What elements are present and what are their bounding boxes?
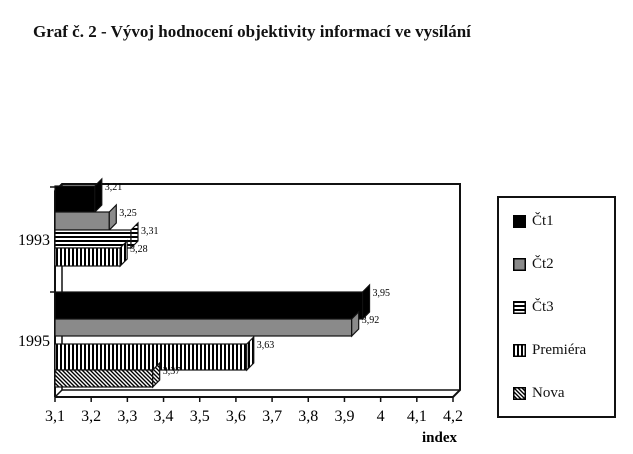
bars: 3,21 3,25 3,31 3,28 3,95 3,92 3,63 3,37 (54, 177, 391, 389)
x-tick-label: 3,7 (262, 408, 282, 425)
legend-label: Čt2 (532, 256, 554, 272)
bar-face (54, 343, 248, 371)
legend-swatch-icon (513, 344, 526, 357)
x-tick-label: 3,1 (45, 408, 65, 425)
data-label: 3,28 (130, 244, 148, 255)
floor-edge (54, 389, 63, 398)
bar-nova-1995: 3,37 (54, 361, 181, 389)
legend-label: Nova (532, 385, 565, 401)
bar-premiéra-1993: 3,28 (54, 239, 148, 268)
data-label: 3,37 (163, 366, 181, 377)
data-label: 3,31 (141, 226, 159, 237)
bar-face (54, 318, 353, 337)
legend-label: Premiéra (532, 342, 587, 358)
data-label: 3,25 (119, 208, 137, 219)
legend-label: Čt1 (532, 213, 554, 229)
bar-side (246, 335, 255, 372)
data-label: 3,21 (105, 182, 123, 193)
x-tick-label: 3,3 (117, 408, 137, 425)
legend-swatch-icon (513, 258, 526, 271)
data-label: 3,92 (362, 315, 380, 326)
bar-face (54, 247, 121, 267)
legend-label: Čt3 (532, 299, 554, 315)
bar-side (119, 239, 128, 268)
x-tick-label: 4,1 (407, 408, 427, 425)
bar-čt1-1995: 3,95 (54, 283, 391, 321)
legend-swatch-icon (513, 215, 526, 228)
bar-face (54, 185, 96, 213)
bar-čt2-1993: 3,25 (54, 203, 137, 232)
x-tick-label: 3,9 (334, 408, 354, 425)
legend-item-premiéra: Premiéra (513, 342, 586, 359)
bar-face (54, 229, 132, 249)
x-tick-label: 3,6 (226, 408, 246, 425)
bar-face (54, 211, 110, 231)
bar-face (54, 369, 154, 388)
bar-side (94, 177, 103, 214)
legend-item-čt3: Čt3 (513, 299, 554, 316)
x-tick-label: 3,2 (81, 408, 101, 425)
bar-side (152, 361, 161, 389)
bar-face (54, 291, 364, 320)
data-label: 3,63 (257, 340, 275, 351)
legend-item-čt2: Čt2 (513, 256, 554, 273)
y-category-label: 1995 (18, 333, 50, 350)
bar-side (108, 203, 117, 232)
y-category-label: 1993 (18, 232, 50, 249)
legend-item-čt1: Čt1 (513, 213, 554, 230)
x-tick-label: 3,5 (190, 408, 210, 425)
x-axis-label: index (422, 430, 458, 446)
x-tick-label: 4 (377, 408, 385, 425)
bar-side (351, 310, 360, 338)
legend-swatch-icon (513, 387, 526, 400)
x-axis: 3,1 3,2 3,3 3,4 3,5 3,6 3,7 3,8 3,9 4 4,1 4,2 1993 19… (18, 186, 463, 425)
bar-čt2-1995: 3,92 (54, 310, 380, 338)
x-tick-label: 3,4 (154, 408, 174, 425)
x-tick-label: 3,8 (298, 408, 318, 425)
bar-premiéra-1995: 3,63 (54, 335, 275, 372)
legend-item-nova: Nova (513, 385, 565, 402)
bar-side (361, 283, 371, 321)
legend-swatch-icon (513, 301, 526, 314)
bar-čt1-1993: 3,21 (54, 177, 123, 214)
chart-title: Graf č. 2 - Vývoj hodnocení objektivity … (33, 22, 471, 41)
data-label: 3,95 (373, 288, 391, 299)
bar-side (130, 221, 139, 250)
x-tick-label: 4,2 (443, 408, 463, 425)
